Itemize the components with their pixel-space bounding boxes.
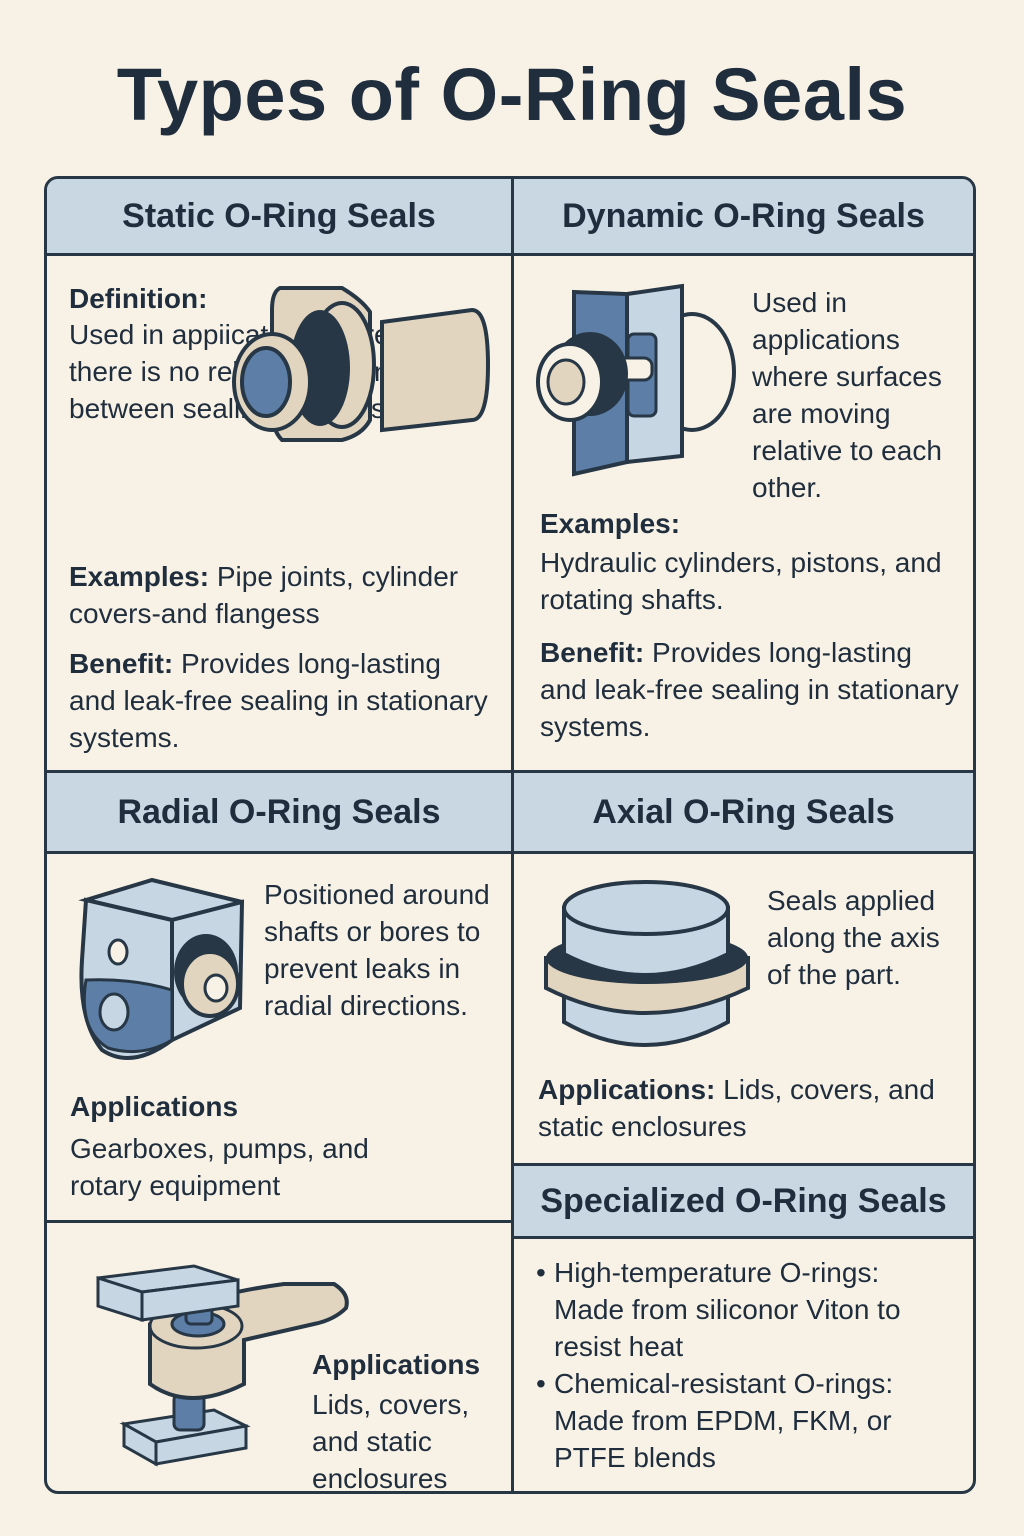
static-flange-fitting-icon [232,286,491,442]
specialized-list: High-temperature O-rings: Made from sili… [536,1254,956,1476]
axial-heading: Axial O-Ring Seals [514,773,973,854]
dynamic-benefit-label: Benefit: [540,637,645,668]
static-benefit-label: Benefit: [69,648,174,679]
static-examples-text: Pipe joints, cylinder covers-and flanges… [69,561,459,629]
page-title: Types of O-Ring Seals [116,53,908,136]
static-benefit-text: Provides long-lasting and leak-free seal… [69,648,488,753]
axial-applications-text: Lids, covers, and static enclosures [538,1074,935,1142]
row-divider-1 [46,770,974,773]
list-item: High-temperature O-rings: Made from sili… [536,1254,956,1365]
dynamic-examples-text: Hydraulic cylinders, pistons, and rotati… [540,547,942,615]
dynamic-benefit: Benefit: Provides long-lasting and leak-… [540,634,965,745]
dynamic-benefit-text: Provides long-lasting and leak-free seal… [540,637,959,742]
static-examples-label: Examples: [69,561,210,592]
dynamic-heading: Dynamic O-Ring Seals [514,179,973,256]
radial-housing-icon [78,877,245,1060]
axial-applications: Applications: Lids, covers, and static e… [538,1071,958,1145]
axial-applications-label: Applications: [538,1074,716,1105]
bracket-clamp-icon [96,1264,349,1467]
dynamic-examples-label: Examples: [540,508,681,539]
radial-applications-label: Applications [70,1091,239,1122]
dynamic-piston-seal-icon [536,283,736,477]
dynamic-description: Used in applications where surfaces are … [752,287,942,503]
specialized-heading: Specialized O-Ring Seals [514,1163,973,1239]
static-definition: Definition: [69,280,239,317]
axial-description: Seals applied along the axis of the part… [767,885,940,990]
static-benefit: Benefit: Provides long-lasting and leak-… [69,645,489,756]
list-item: Chemical-resistant O-rings: Made from EP… [536,1365,956,1476]
bracket-applications-label: Applications [312,1349,481,1380]
row-divider-left [46,1220,512,1223]
center-divider [511,178,514,1492]
axial-disc-seal-icon [544,880,750,1047]
static-examples: Examples: Pipe joints, cylinder covers-a… [69,558,489,632]
bracket-applications-text: Lids, covers, and static enclosures [312,1389,470,1494]
static-heading: Static O-Ring Seals [47,179,511,256]
static-definition-label: Definition: [69,283,208,314]
radial-heading: Radial O-Ring Seals [47,773,511,854]
radial-applications-text: Gearboxes, pumps, and rotary equipment [70,1133,369,1201]
radial-description: Positioned around shafts or bores to pre… [264,879,490,1021]
